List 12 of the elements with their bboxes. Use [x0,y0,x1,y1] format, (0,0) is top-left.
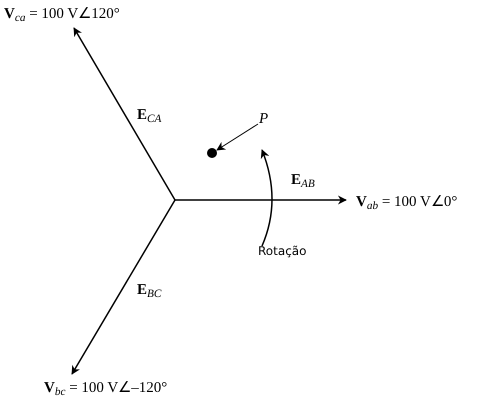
edge-label: E$_{BC}$ [137,281,162,300]
leader-line [216,124,258,150]
edge-label: E$_{AB}$ [291,171,315,190]
phasor-arrow [71,200,176,375]
phasor-value-label: V$_{ca}$ = 100 V∠120° [4,6,120,22]
rotation-label: Rotação [258,243,306,260]
point-label: P [259,111,268,127]
phasor-arrow [73,27,176,200]
phasor-value-label: V$_{ab}$ = 100 V∠0° [356,194,458,210]
edge-label: E$_{CA}$ [137,106,162,125]
phasor-value-label: V$_{bc}$ = 100 V∠–120° [44,380,168,396]
phasor-arrow [175,196,347,204]
